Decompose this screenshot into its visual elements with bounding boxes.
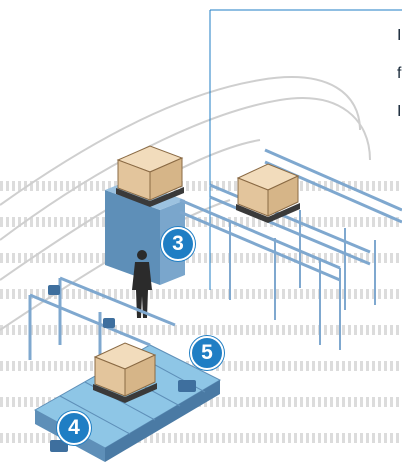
marker-badge-4: 4 bbox=[57, 411, 91, 445]
callout-line-3: I bbox=[397, 104, 401, 120]
callout-frame bbox=[210, 10, 402, 290]
callout-line-1: I bbox=[397, 28, 401, 44]
marker-badge-5: 5 bbox=[190, 336, 224, 370]
marker-badge-3: 3 bbox=[161, 227, 195, 261]
callout-line-2: f bbox=[397, 66, 401, 82]
crate-right bbox=[236, 164, 300, 223]
